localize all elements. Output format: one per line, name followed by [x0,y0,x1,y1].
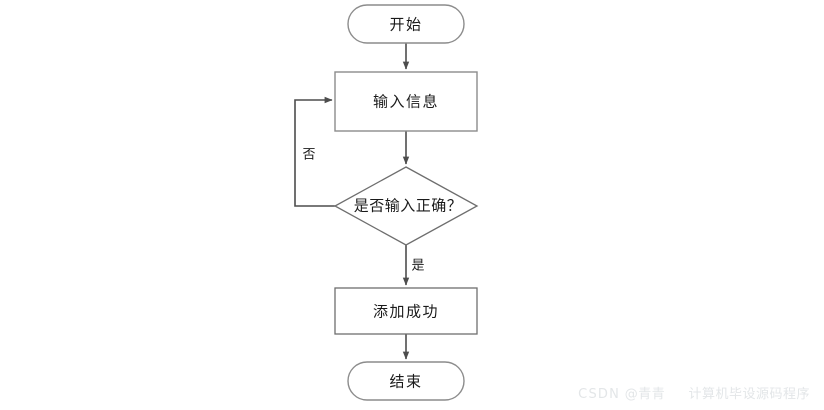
decision-diamond-shape [333,166,479,246]
node-add-success[interactable]: 添加成功 [334,287,478,335]
start-terminator-shape [347,4,465,44]
watermark-tagline: 计算机毕设源码程序 [688,387,810,402]
edge-label-yes: 是 [411,259,424,274]
watermark-brand: CSDN [578,387,621,402]
node-add-success-label: 添加成功 [373,303,439,321]
edge-decision-no-to-input [294,96,335,207]
csdn-watermark: CSDN @青青 计算机毕设源码程序 [578,383,810,402]
node-decision-label: 是否输入正确？ [354,197,463,215]
node-start[interactable]: 开始 [347,4,465,44]
node-decision-input-correct[interactable]: 是否输入正确？ [333,166,479,246]
success-process-shape [334,287,478,335]
end-terminator-shape [347,361,465,401]
node-start-label: 开始 [389,16,422,34]
node-input-info-label: 输入信息 [373,93,439,111]
watermark-author: @青青 [624,387,666,402]
edge-label-no: 否 [302,148,315,163]
input-process-shape [334,71,478,132]
node-end-label: 结束 [389,373,422,391]
node-end[interactable]: 结束 [347,361,465,401]
node-input-info[interactable]: 输入信息 [334,71,478,132]
